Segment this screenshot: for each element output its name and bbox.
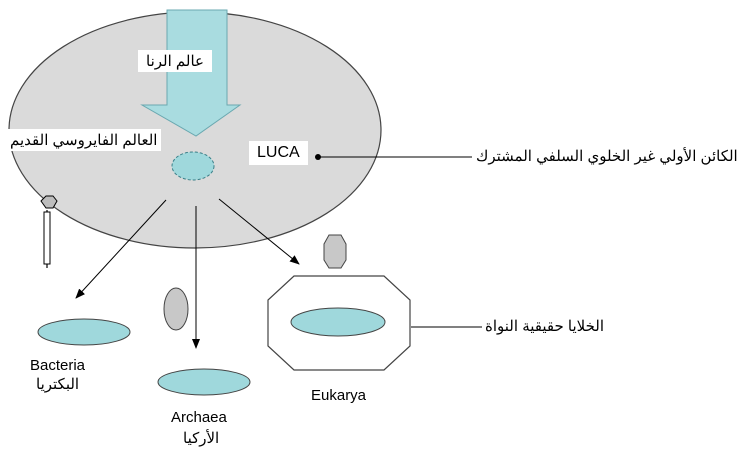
archaea-arabic-label: الأركيا	[183, 430, 220, 447]
eukaryotic-cells-label: الخلايا حقيقية النواة	[485, 318, 605, 335]
rna-world-label: عالم الرنا	[138, 50, 213, 72]
ancient-virus-world-label: العالم الفايروسي القديم	[6, 129, 162, 151]
luca-label: LUCA	[249, 141, 308, 165]
archaea-label: Archaea	[171, 409, 227, 426]
archaea-cell	[157, 368, 251, 396]
virus-pin-icon	[40, 195, 58, 268]
eukarya-label: Eukarya	[311, 387, 367, 404]
eukarya-nucleus	[290, 307, 386, 337]
arrow-to-bacteria	[75, 199, 167, 299]
rna-world-arrow	[140, 9, 242, 137]
luca-pointer-dot	[315, 154, 321, 160]
eukarya-organelle	[323, 234, 347, 269]
bacteria-label: Bacteria	[30, 357, 86, 374]
bacteria-arabic-label: البكتريا	[36, 376, 80, 393]
archaea-organelle	[163, 287, 189, 331]
arrow-to-eukarya	[218, 198, 300, 265]
luca-cell	[171, 151, 215, 181]
luca-description-label: الكائن الأولي غير الخلوي السلفي المشترك	[476, 148, 738, 165]
bacteria-cell	[37, 318, 131, 346]
